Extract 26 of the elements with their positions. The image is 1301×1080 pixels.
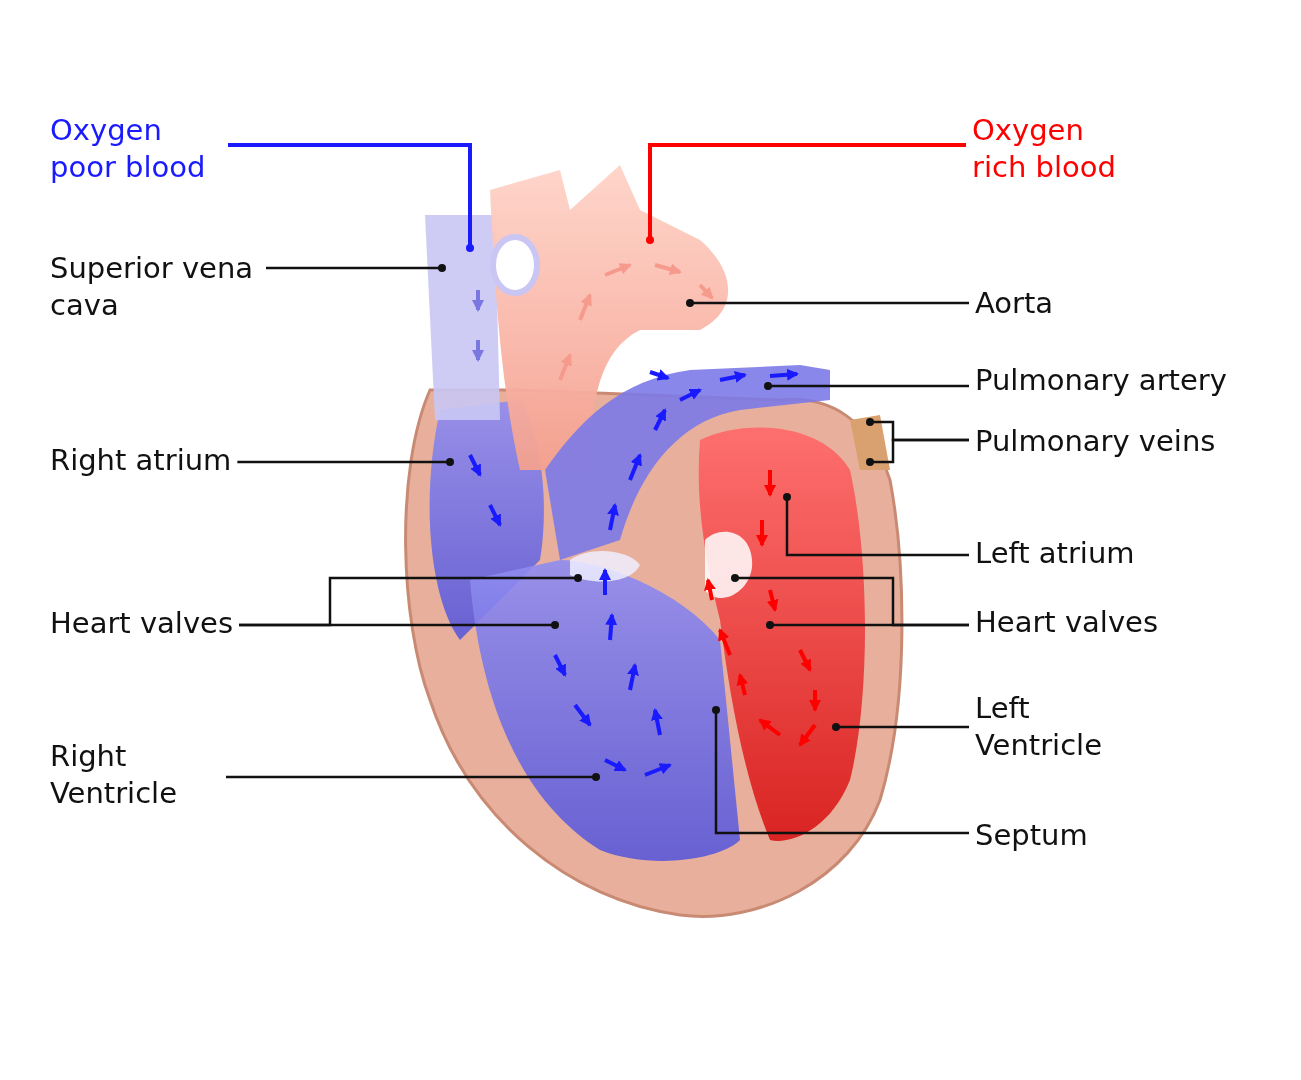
leader-line	[239, 621, 559, 629]
part-label: Aorta	[975, 286, 1054, 320]
leader-line	[226, 773, 600, 781]
part-label: Oxygen rich blood	[972, 113, 1116, 184]
leader-line	[766, 621, 969, 629]
part-label: Oxygen poor blood	[50, 113, 206, 184]
leader-line	[764, 382, 969, 390]
part-label: Pulmonary veins	[975, 424, 1216, 458]
leader-line	[266, 264, 446, 272]
leader-line	[228, 143, 474, 252]
part-label: Left Ventricle	[975, 691, 1102, 762]
part-label: Heart valves	[50, 606, 234, 640]
part-label: Right atrium	[50, 443, 232, 477]
part-label: Septum	[975, 818, 1088, 852]
leader-line	[783, 493, 969, 557]
leader-line	[646, 143, 966, 244]
leader-line	[832, 723, 969, 731]
part-label: Heart valves	[975, 605, 1159, 639]
part-label: Right Ventricle	[50, 739, 177, 810]
part-label: Pulmonary artery	[975, 363, 1227, 397]
part-label: Superior vena cava	[50, 251, 254, 322]
part-label: Left atrium	[975, 536, 1135, 570]
leader-line	[712, 706, 969, 835]
leader-line	[866, 438, 969, 466]
leader-line	[237, 458, 454, 466]
leader-line	[686, 299, 969, 307]
